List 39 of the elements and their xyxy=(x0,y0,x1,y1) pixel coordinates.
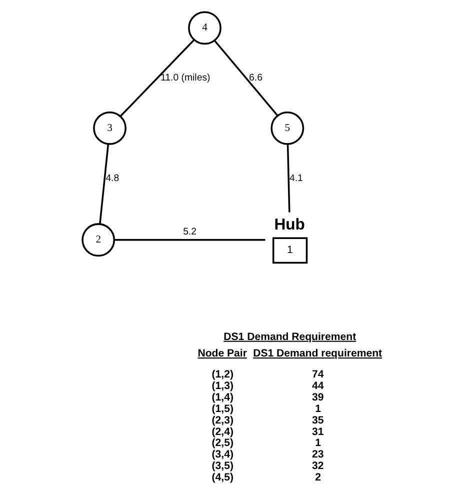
node-circle: 4 xyxy=(188,11,221,45)
label: 2 xyxy=(314,471,320,484)
label: (1,3) xyxy=(211,380,233,392)
label: 35 xyxy=(312,414,324,426)
label: Node Pair xyxy=(197,347,246,360)
edge-label: 4.8 xyxy=(105,172,119,184)
label: 1 xyxy=(314,437,320,450)
label: (1,2) xyxy=(211,368,233,381)
label: (2,4) xyxy=(211,426,233,438)
node-box: 1 xyxy=(272,237,308,264)
label: (3,4) xyxy=(211,448,233,461)
connector xyxy=(114,239,265,241)
edge-label: 6.6 xyxy=(248,72,262,84)
label: 31 xyxy=(312,426,324,438)
label: 32 xyxy=(312,460,324,472)
label: (2,5) xyxy=(211,437,233,450)
node-circle: 5 xyxy=(270,112,304,145)
label: 39 xyxy=(312,391,324,404)
label: (4,5) xyxy=(211,471,233,484)
label: 44 xyxy=(312,380,324,392)
connector xyxy=(98,144,109,224)
label: 74 xyxy=(312,368,324,381)
label: DS1 Demand Requirement xyxy=(223,330,356,343)
node-label: Hub xyxy=(274,216,304,234)
connector xyxy=(286,144,290,212)
label: 1 xyxy=(314,402,320,415)
label: 23 xyxy=(312,448,324,461)
label: DS1 Demand requirement xyxy=(252,347,382,360)
label: (2,3) xyxy=(211,414,233,426)
node-circle: 3 xyxy=(92,112,126,145)
label: (1,5) xyxy=(211,402,233,415)
edge-label: 4.1 xyxy=(288,172,302,184)
node-circle: 2 xyxy=(81,223,115,257)
connector xyxy=(119,40,194,117)
label: (1,4) xyxy=(211,391,233,404)
label: (3,5) xyxy=(211,460,233,472)
edge-label: 11.0 (miles) xyxy=(160,72,210,84)
edge-label: 5.2 xyxy=(182,226,196,238)
connector xyxy=(213,40,278,116)
